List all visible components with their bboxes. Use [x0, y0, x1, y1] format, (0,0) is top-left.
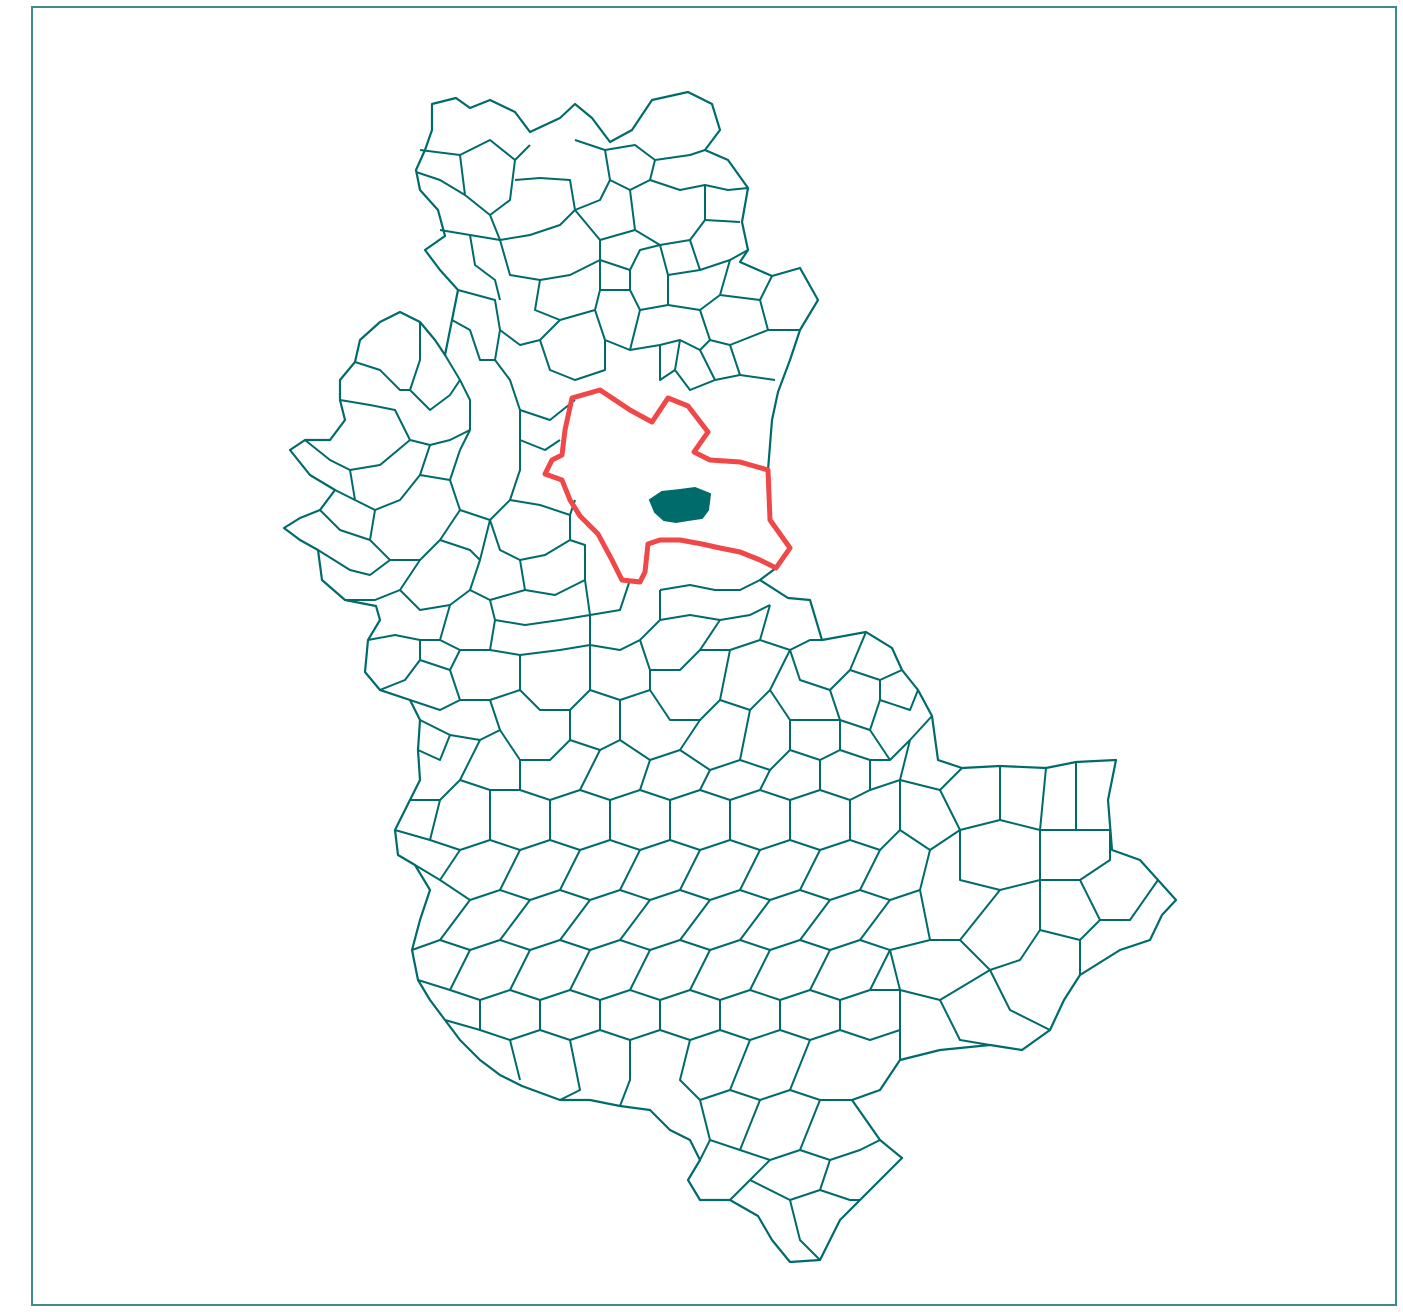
commune-boundaries-south [394, 699, 1159, 1261]
selected-commune[interactable] [648, 486, 712, 524]
highlighted-zone-outline [542, 387, 793, 585]
department-outline [282, 90, 1178, 1264]
